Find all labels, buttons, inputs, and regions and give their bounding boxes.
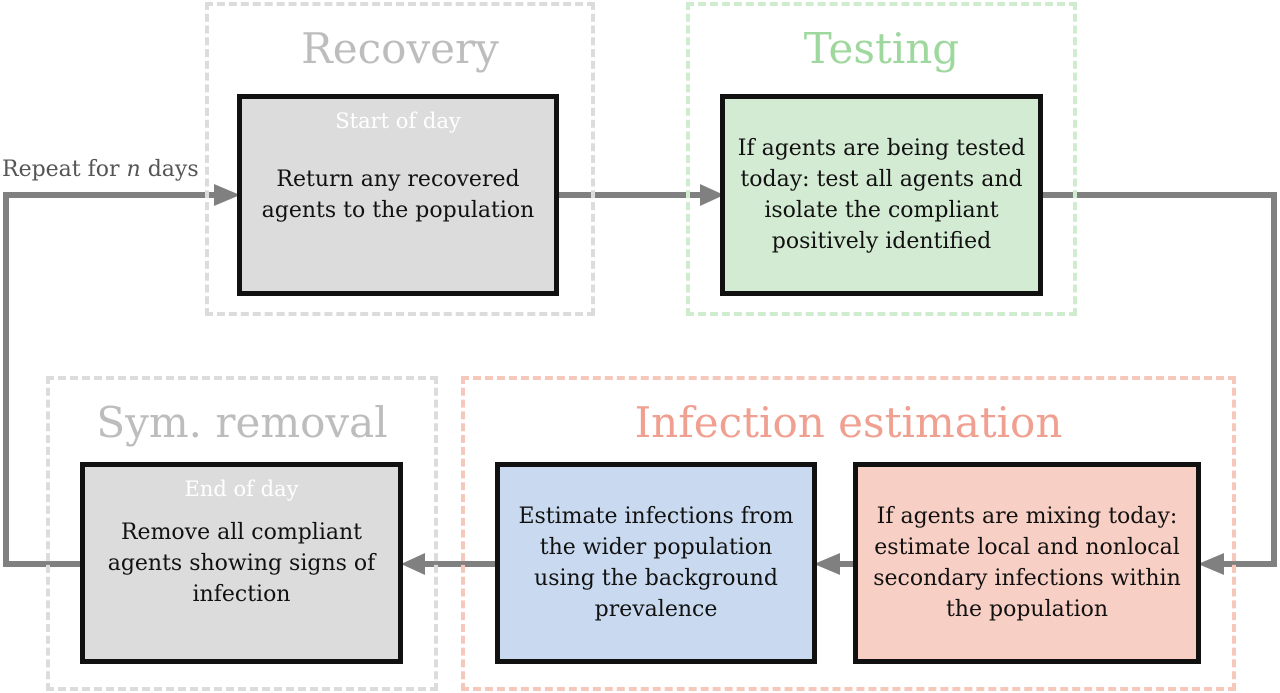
mixing-box: If agents are mixing today: estimate loc… <box>853 462 1201 664</box>
infection-group: Infection estimation <box>461 376 1236 691</box>
arrowhead-removal <box>401 553 425 575</box>
testing-box-text: If agents are being tested today: test a… <box>737 136 1026 254</box>
repeat-prefix: Repeat for <box>2 157 120 182</box>
recovery-group-title: Recovery <box>301 24 499 73</box>
arrowhead-recovery <box>214 184 240 206</box>
recovery-group: Recovery <box>205 2 595 316</box>
testing-box: If agents are being tested today: test a… <box>720 94 1043 296</box>
removal-box-text: Remove all compliant agents showing sign… <box>107 519 376 607</box>
arrowhead-mixing <box>1198 553 1224 575</box>
removal-box: End of day Remove all compliant agents s… <box>80 462 403 664</box>
repeat-label: Repeat for n days <box>2 157 199 182</box>
recovery-box: Start of day Return any recovered agents… <box>237 94 559 296</box>
connector-testing-mixing <box>1041 192 1277 567</box>
arrowhead-testing <box>700 184 724 206</box>
sym-removal-group-title: Sym. removal <box>96 398 388 447</box>
background-box: Estimate infections from the wider popul… <box>495 462 817 664</box>
recovery-box-text: Return any recovered agents to the popul… <box>261 167 535 223</box>
repeat-variable: n <box>126 157 141 182</box>
removal-box-subtitle: End of day <box>184 477 299 501</box>
mixing-box-text: If agents are mixing today: estimate loc… <box>873 504 1181 622</box>
infection-group-title: Infection estimation <box>634 398 1063 447</box>
repeat-suffix: days <box>147 157 199 182</box>
loop-connector <box>3 192 216 567</box>
testing-group-title: Testing <box>803 24 960 73</box>
background-box-text: Estimate infections from the wider popul… <box>518 504 794 622</box>
sym-removal-group: Sym. removal <box>46 376 438 691</box>
recovery-box-subtitle: Start of day <box>335 109 461 133</box>
arrowhead-background <box>814 553 840 575</box>
testing-group: Testing <box>686 2 1077 316</box>
